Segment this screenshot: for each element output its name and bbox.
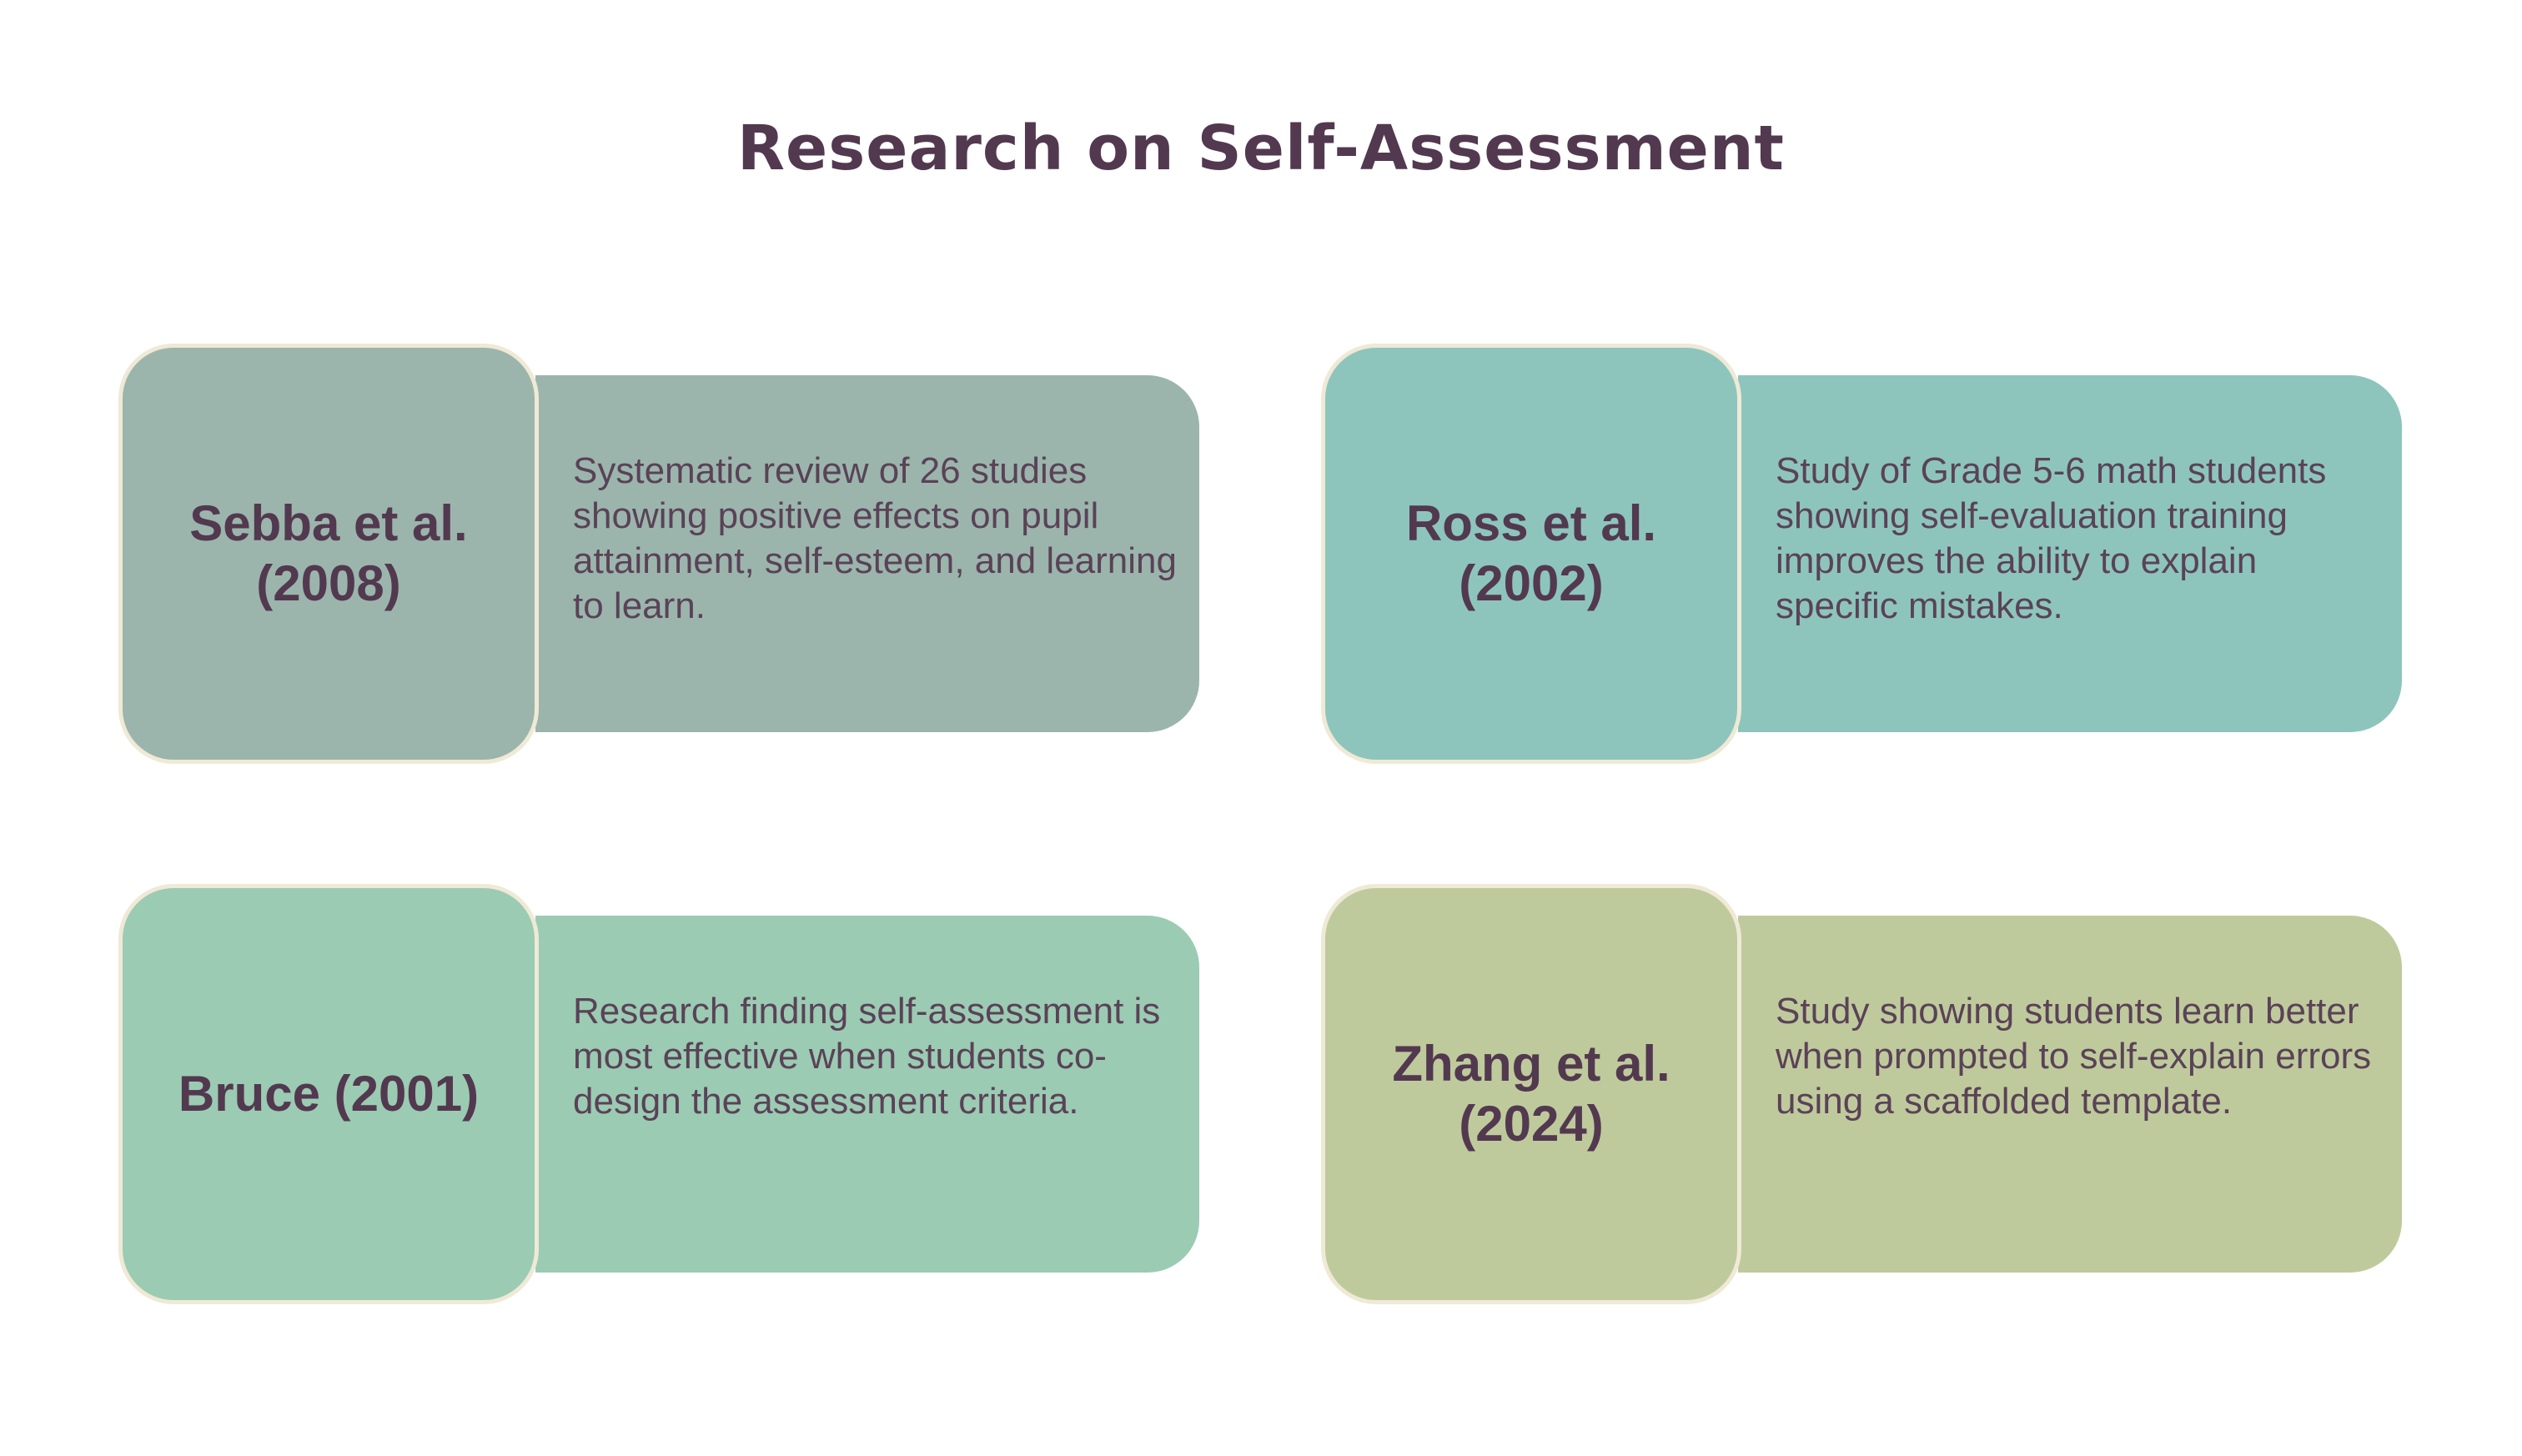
research-card-sebba: Sebba et al. (2008) Systematic review of… [118,344,1199,764]
card-author: Sebba et al. (2008) [189,495,468,611]
card-author: Bruce (2001) [178,1066,480,1122]
card-author-box: Sebba et al. (2008) [118,344,539,764]
card-author-box: Bruce (2001) [118,884,539,1304]
card-author: Zhang et al. (2024) [1392,1036,1670,1152]
card-description-panel [1738,916,2402,1273]
card-description-panel [535,916,1199,1273]
card-description: Systematic review of 26 studies showing … [573,450,1177,626]
card-description: Study of Grade 5-6 math students showing… [1776,450,2327,626]
card-description: Study showing students learn better when… [1776,991,2372,1122]
card-description-panel [535,375,1199,732]
page-title: Research on Self-Assessment [737,113,1785,184]
card-author-box: Ross et al. (2002) [1321,344,1741,764]
card-author: Ross et al. (2002) [1405,495,1657,611]
research-card-ross: Ross et al. (2002) Study of Grade 5-6 ma… [1321,344,2402,764]
card-description: Research finding self-assessment is most… [573,991,1161,1122]
research-card-zhang: Zhang et al. (2024) Study showing studen… [1321,884,2402,1304]
card-author-box: Zhang et al. (2024) [1321,884,1741,1304]
research-card-bruce: Bruce (2001) Research finding self-asses… [118,884,1199,1304]
card-description-panel [1738,375,2402,732]
